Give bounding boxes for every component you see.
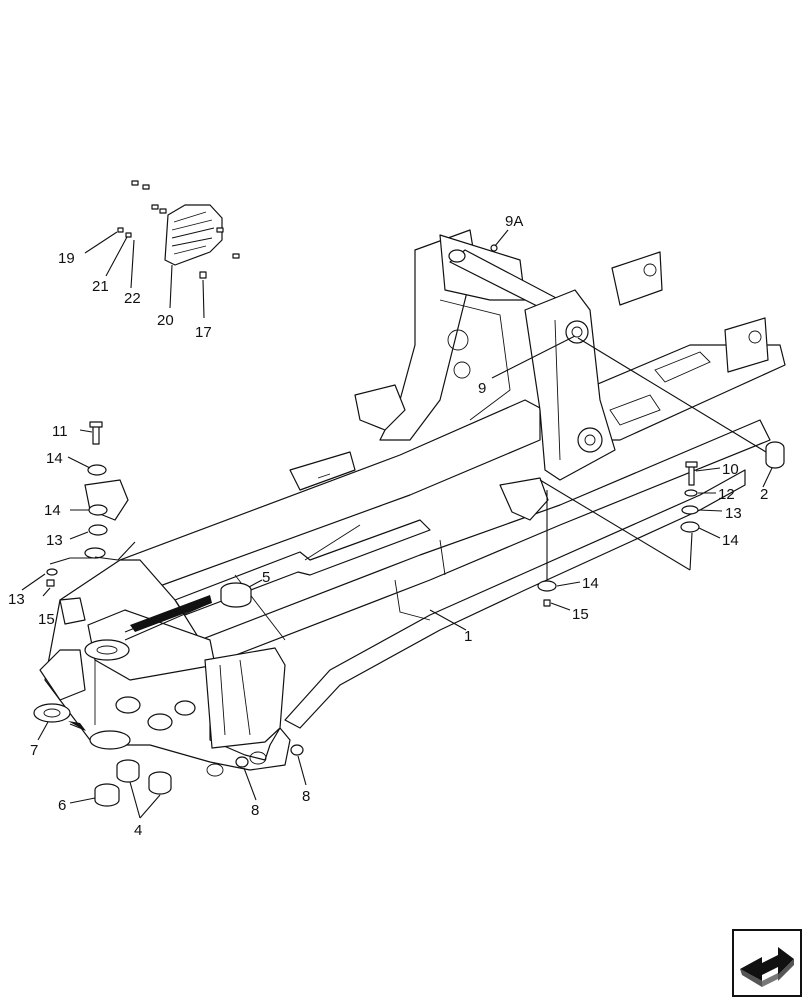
callout-2: 2 — [760, 486, 768, 503]
callout-19: 19 — [58, 250, 75, 267]
callout-22: 22 — [124, 290, 141, 307]
callout-17: 17 — [195, 324, 212, 341]
main-frame — [39, 229, 786, 777]
callout-1: 1 — [464, 628, 472, 645]
next-page-arrow-icon — [740, 947, 794, 987]
callout-21: 21 — [92, 278, 109, 295]
callout-20: 20 — [157, 312, 174, 329]
callout-7: 7 — [30, 742, 38, 759]
callout-13-a: 13 — [46, 532, 63, 549]
callout-10: 10 — [722, 461, 739, 478]
callout-15-b: 15 — [572, 606, 589, 623]
leader-lines — [21, 229, 773, 819]
callout-14-d: 14 — [582, 575, 599, 592]
callout-5: 5 — [262, 569, 270, 586]
callout-14-b: 14 — [44, 502, 61, 519]
callout-8-b: 8 — [302, 788, 310, 805]
loose-parts — [33, 180, 785, 807]
callout-9A: 9A — [505, 213, 523, 230]
callout-6: 6 — [58, 797, 66, 814]
next-page-button[interactable] — [732, 929, 802, 997]
callout-13-c: 13 — [725, 505, 742, 522]
callout-11: 11 — [52, 423, 68, 440]
callout-13-b: 13 — [8, 591, 25, 608]
callout-4: 4 — [134, 822, 142, 839]
callout-8-a: 8 — [251, 802, 259, 819]
callout-9: 9 — [478, 380, 486, 397]
callout-14-c: 14 — [722, 532, 739, 549]
callout-14-a: 14 — [46, 450, 63, 467]
callouts: 19 21 22 20 17 9A 9 11 14 14 13 13 15 5 … — [8, 213, 768, 839]
callout-12: 12 — [718, 486, 735, 503]
callout-15-a: 15 — [38, 611, 55, 628]
